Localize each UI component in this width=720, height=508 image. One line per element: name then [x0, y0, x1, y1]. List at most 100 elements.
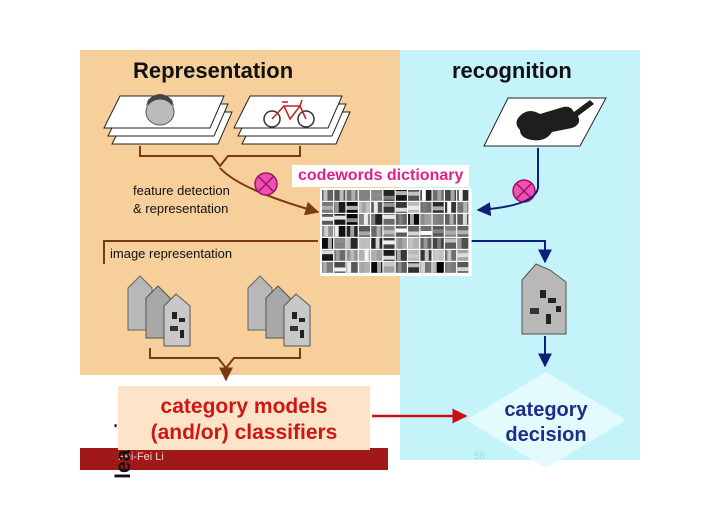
codeword-patch-stroke [334, 215, 346, 220]
codeword-patch [383, 190, 395, 201]
codeword-patch-stroke [322, 250, 334, 255]
codeword-patch [383, 262, 395, 273]
codeword-patch-stroke [383, 202, 395, 207]
footer-author: Fei-Fei Li [118, 451, 164, 463]
codeword-patch [445, 190, 457, 201]
codeword-patch-stroke [346, 205, 358, 210]
codeword-patch [371, 214, 383, 225]
codeword-patch-stroke [463, 202, 468, 213]
codeword-patch-stroke [371, 192, 383, 197]
codewords-grid [320, 188, 472, 276]
codeword-patch [371, 250, 383, 261]
category-models-box: category models (and/or) classifiers [118, 386, 370, 450]
histogram-bag-icon [247, 275, 311, 347]
feature-detection-line2: & representation [133, 200, 229, 216]
codeword-patch-stroke [432, 262, 437, 273]
codeword-patch-stroke [446, 262, 451, 273]
codeword-patch-stroke [358, 231, 370, 236]
codeword-patch-stroke [347, 262, 352, 273]
category-models-line2: (and/or) classifiers [150, 421, 338, 445]
feature-detection-line1: feature detection [133, 183, 230, 198]
codeword-patch-stroke [457, 238, 462, 249]
codeword-patch-stroke [334, 226, 339, 237]
image-representation-label: image representation [110, 246, 233, 261]
codeword-patch-stroke [447, 202, 452, 213]
footer-bar [80, 448, 388, 470]
codeword-patch-stroke [445, 238, 457, 243]
codeword-patch [334, 226, 346, 237]
face-image-icon [103, 94, 233, 145]
codeword-patch [408, 262, 420, 273]
codeword-patch-stroke [383, 195, 395, 200]
codeword-patch-stroke [334, 239, 346, 243]
category-decision-line2: decision [505, 424, 587, 446]
category-models-line1: category models [160, 395, 328, 418]
codeword-patch [334, 238, 346, 249]
codeword-patch [383, 202, 395, 213]
codeword-patch [383, 250, 395, 261]
category-decision-label: category decision [486, 398, 606, 448]
codeword-patch [334, 262, 346, 273]
codewords-dictionary-label: codewords dictionary [292, 165, 470, 187]
codeword-patch-stroke [408, 263, 420, 268]
codeword-patch-stroke [449, 214, 454, 225]
codeword-patch [383, 214, 395, 225]
codeword-patch [457, 202, 469, 213]
codeword-patch [322, 238, 334, 249]
codeword-patch-stroke [323, 190, 328, 201]
representation-heading: Representation [133, 58, 294, 83]
codeword-patch-stroke [383, 255, 395, 260]
recognition-heading: recognition [452, 58, 572, 83]
codeword-patch [395, 250, 407, 261]
codeword-patch-stroke [457, 267, 469, 272]
codeword-patch-stroke [327, 238, 332, 249]
feature-arrow [219, 167, 320, 216]
codeword-patch-stroke [420, 214, 425, 225]
category-decision-diamond [466, 372, 626, 468]
codeword-patch [322, 250, 334, 261]
codeword-patch-stroke [375, 238, 380, 249]
images-brace [139, 146, 301, 168]
codeword-patch-stroke [363, 214, 368, 225]
codeword-patch-stroke [335, 250, 340, 261]
codeword-patch-stroke [408, 254, 420, 259]
codeword-patch-stroke [371, 214, 376, 225]
codeword-patch-stroke [421, 190, 426, 201]
codeword-patch [432, 262, 444, 273]
codeword-patch-stroke [434, 250, 439, 261]
codeword-patch-stroke [422, 202, 427, 213]
codeword-patch-stroke [398, 238, 403, 249]
codeword-patch-stroke [322, 216, 334, 221]
codeword-patch-stroke [350, 250, 355, 261]
codeword-patch-stroke [437, 190, 442, 201]
codeword-patch-stroke [458, 190, 463, 201]
codeword-patch-stroke [409, 238, 414, 249]
codeword-patch-stroke [364, 250, 369, 261]
codeword-patch-stroke [433, 214, 438, 225]
codeword-patch [408, 226, 420, 237]
codeword-patch-stroke [334, 202, 339, 213]
codeword-patch-stroke [457, 230, 469, 235]
codeword-patch-stroke [339, 190, 344, 201]
codeword-patch-stroke [398, 214, 403, 225]
codeword-patch [395, 190, 407, 201]
codeword-patch [445, 238, 457, 249]
codeword-patch [322, 190, 334, 201]
codeword-patch-stroke [421, 262, 425, 273]
codeword-patch [432, 214, 444, 225]
codeword-patch-stroke [361, 202, 366, 213]
codeword-patch-stroke [395, 207, 407, 212]
violin-image-icon [483, 97, 607, 147]
codeword-patch [457, 214, 469, 225]
feature-detection-label: feature detection & representation [133, 182, 230, 217]
codeword-patch-stroke [383, 214, 395, 219]
codeword-patch-stroke [447, 250, 452, 261]
recognition-repr-arrow [470, 240, 552, 264]
codeword-patch [358, 190, 370, 201]
codeword-patch-stroke [420, 231, 432, 235]
codeword-patch [334, 250, 346, 261]
codeword-patch [371, 262, 383, 273]
violin-arrow [476, 148, 539, 217]
